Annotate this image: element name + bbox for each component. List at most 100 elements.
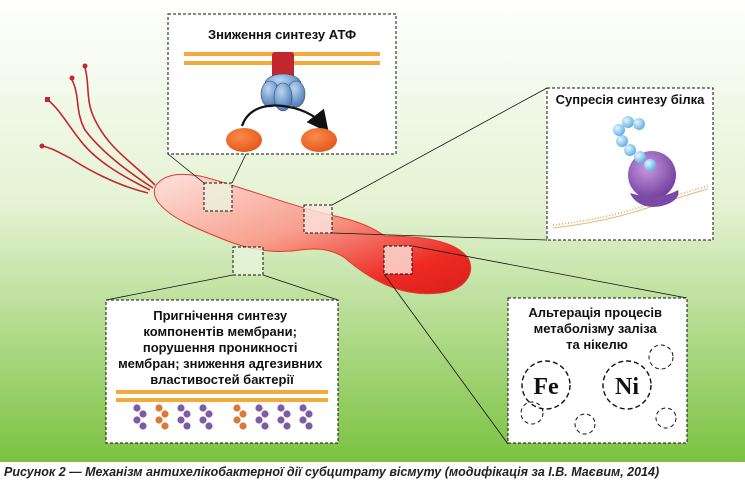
- iron-symbol: Fe: [533, 374, 559, 400]
- lipid-chain: [177, 404, 191, 430]
- lipid-bead: [233, 416, 241, 424]
- membrane-box-text: Пригнічення синтезу компонентів мембрани…: [118, 308, 326, 387]
- lipid-bead: [233, 404, 241, 412]
- flagellum-tip: [39, 143, 45, 149]
- flagella: [41, 67, 156, 194]
- lipid-bead: [133, 416, 141, 424]
- amino-acid-bead: [624, 144, 636, 156]
- small-ion-circle: [655, 407, 677, 429]
- protein-box-title: Супресія синтезу білка: [556, 92, 706, 107]
- atp-reaction-arrow: [240, 104, 329, 133]
- membrane-layer-lower: [116, 398, 328, 402]
- lipid-bead: [283, 410, 291, 418]
- protein-box-frame: [546, 87, 714, 241]
- ribosome-small-subunit: [630, 190, 679, 207]
- amino-acid-bead: [616, 135, 628, 147]
- membrane-box-line-5: властивостей бактерії: [150, 372, 294, 387]
- lipid-bead: [139, 422, 147, 430]
- lipid-chain: [155, 404, 169, 430]
- flagellum-2: [71, 79, 154, 189]
- lipid-bead: [299, 416, 307, 424]
- lipid-chain: [277, 404, 291, 430]
- lipid-bead: [177, 404, 185, 412]
- flagellum-3: [47, 99, 151, 191]
- lipid-bead: [205, 410, 213, 418]
- iron-circle: [521, 360, 571, 410]
- lipid-bead: [161, 422, 169, 430]
- lipid-chain: [133, 404, 147, 430]
- lipid-bead: [299, 404, 307, 412]
- polypeptide-chain: [613, 116, 656, 171]
- flagellum-1: [84, 67, 156, 186]
- lipid-bead: [183, 410, 191, 418]
- mrna-strand: [552, 185, 709, 226]
- sample-square-metal: [383, 245, 413, 275]
- atp-box-title: Зниження синтезу АТФ: [208, 27, 356, 42]
- metal-box-frame: [507, 297, 688, 444]
- small-ion-circle: [648, 344, 674, 370]
- flagellum-tip: [69, 75, 75, 81]
- membrane-box-frame: [105, 299, 339, 444]
- figure-caption: Рисунок 2 — Механізм антихелікобактерної…: [4, 465, 660, 479]
- lipid-bead: [277, 416, 285, 424]
- nickel-symbol: Ni: [615, 374, 639, 400]
- amino-acid-bead: [644, 159, 656, 171]
- metal-box-text: Альтерація процесів метаболізму заліза т…: [528, 305, 665, 352]
- flagella-tips: [39, 63, 88, 149]
- membrane-box-line-1: Пригнічення синтезу: [153, 308, 288, 323]
- atp-synthase-head: [260, 73, 306, 112]
- sample-square-protein: [303, 204, 333, 234]
- lipid-bead: [161, 410, 169, 418]
- membrane-lipid-chains: [133, 404, 313, 430]
- membrane-box: Пригнічення синтезу компонентів мембрани…: [105, 299, 339, 444]
- small-ion-circle: [574, 413, 596, 435]
- lipid-bead: [205, 422, 213, 430]
- lipid-bead: [133, 404, 141, 412]
- membrane-layer-upper: [116, 390, 328, 394]
- lipid-bead: [239, 410, 247, 418]
- nickel-circle: [602, 360, 652, 410]
- connector-lines: [105, 87, 688, 445]
- caption-background: [0, 462, 745, 490]
- lipid-bead: [305, 422, 313, 430]
- lipid-bead: [255, 416, 263, 424]
- sample-square-membrane: [232, 246, 264, 276]
- lipid-bead: [261, 422, 269, 430]
- metal-box-line-1: Альтерація процесів: [528, 305, 662, 320]
- lipid-bead: [199, 416, 207, 424]
- flagellum-tip: [82, 63, 88, 69]
- lipid-chain: [299, 404, 313, 430]
- lipid-bead: [255, 404, 263, 412]
- lipid-chain: [255, 404, 269, 430]
- lipid-bead: [239, 422, 247, 430]
- lipid-bead: [283, 422, 291, 430]
- protein-box: Супресія синтезу білка: [546, 87, 714, 241]
- membrane-box-line-4: мембран; зниження адгезивних: [118, 356, 323, 371]
- amino-acid-bead: [634, 151, 646, 163]
- metal-box: Альтерація процесів метаболізму заліза т…: [507, 297, 688, 444]
- amino-acid-bead: [622, 116, 634, 128]
- lipid-bead: [261, 410, 269, 418]
- lipid-bead: [155, 404, 163, 412]
- atp-molecule: [301, 128, 337, 152]
- lipid-bead: [305, 410, 313, 418]
- flagellum-4: [41, 145, 149, 194]
- lipid-chain: [199, 404, 213, 430]
- lipid-bead: [183, 422, 191, 430]
- lipid-bead: [177, 416, 185, 424]
- lipid-bead: [199, 404, 207, 412]
- adp-molecule: [226, 128, 262, 152]
- lipid-chain: [233, 404, 247, 430]
- mrna-backbone: [552, 188, 709, 229]
- metal-box-line-3: та нікелю: [566, 337, 628, 352]
- metal-box-line-2: метаболізму заліза: [534, 321, 658, 336]
- sample-square-atp: [203, 182, 233, 212]
- lipid-bead: [139, 410, 147, 418]
- lipid-bead: [277, 404, 285, 412]
- flagellum-tip: [45, 97, 50, 102]
- membrane-box-line-2: компонентів мембрани;: [143, 324, 297, 339]
- lipid-bead: [155, 416, 163, 424]
- membrane-box-line-3: порушення проникності: [143, 340, 298, 355]
